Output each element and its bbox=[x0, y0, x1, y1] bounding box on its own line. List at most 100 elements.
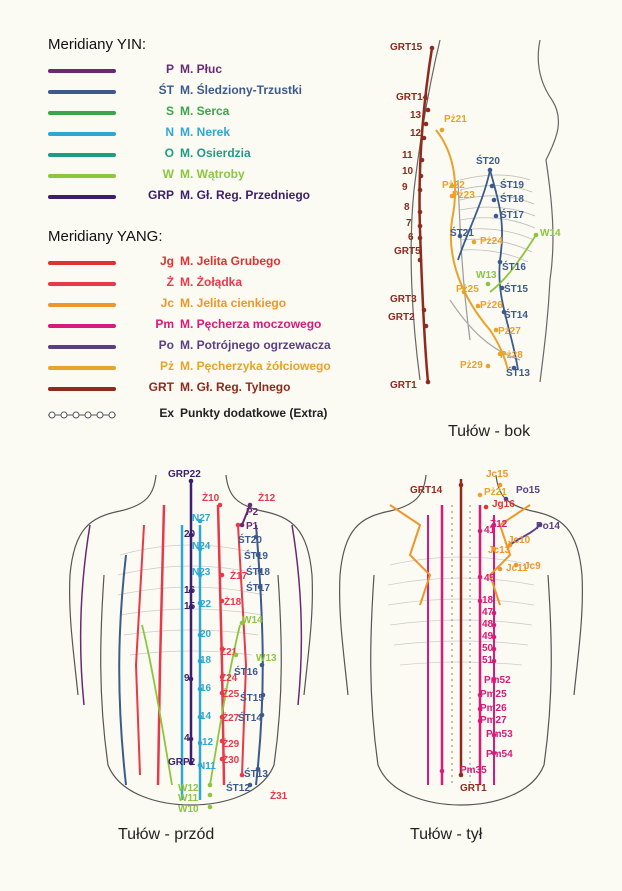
acupoint bbox=[257, 568, 263, 574]
point-label: N11 bbox=[198, 761, 216, 772]
acupoint bbox=[489, 183, 495, 189]
acupoint bbox=[491, 610, 497, 616]
point-label: Ż12 bbox=[258, 491, 276, 504]
acupoint bbox=[197, 632, 203, 638]
legend-code: Jc bbox=[160, 296, 174, 310]
point-label: Pż21 bbox=[484, 487, 507, 498]
point-label: ŚT15 bbox=[504, 282, 528, 295]
acupoint bbox=[449, 183, 455, 189]
acupoint bbox=[421, 307, 427, 313]
point-label: 13 bbox=[410, 110, 422, 121]
legend-swatch bbox=[48, 69, 116, 73]
point-label: 22 bbox=[200, 599, 212, 610]
point-label: GRT1 bbox=[460, 783, 487, 794]
point-label: ŚT13 bbox=[506, 366, 530, 379]
legend-name: M. Jelita cienkiego bbox=[180, 296, 287, 310]
point-label: Pm53 bbox=[486, 729, 513, 740]
acupoint bbox=[493, 213, 499, 219]
point-label: Po15 bbox=[516, 485, 540, 496]
legend-code: Pż bbox=[159, 359, 174, 373]
point-label: Jc9 bbox=[524, 561, 541, 572]
acupoint bbox=[458, 772, 464, 778]
point-label: ŚT14 bbox=[504, 308, 528, 321]
point-label: Pż22 bbox=[442, 180, 465, 191]
point-label: 49 bbox=[482, 631, 494, 642]
legend-swatch bbox=[48, 111, 116, 115]
acupoint bbox=[503, 496, 509, 502]
point-label: 8 bbox=[404, 202, 410, 213]
point-label: ŚT16 bbox=[502, 260, 526, 273]
point-label: W13 bbox=[476, 270, 497, 281]
point-label: 16 bbox=[184, 585, 196, 596]
acupoint bbox=[260, 692, 266, 698]
legend-code: O bbox=[164, 146, 174, 160]
acupoint bbox=[219, 756, 225, 762]
legend-swatch bbox=[48, 345, 116, 349]
point-label: Pż28 bbox=[500, 350, 523, 361]
point-label: Ż10 bbox=[202, 491, 220, 504]
acupoint bbox=[439, 127, 445, 133]
point-label: Pm52 bbox=[484, 675, 511, 686]
legend-name: M. Nerek bbox=[180, 125, 231, 139]
point-label: ŚT18 bbox=[500, 192, 524, 205]
point-label: 18 bbox=[482, 595, 494, 606]
acupoint bbox=[491, 658, 497, 664]
point-label: 12 bbox=[202, 737, 214, 748]
acupoint bbox=[429, 45, 435, 51]
acupoint bbox=[483, 504, 489, 510]
point-label: 45 bbox=[484, 573, 496, 584]
point-label: W11 bbox=[178, 793, 198, 804]
acupoint bbox=[491, 622, 497, 628]
point-label: ŚT20 bbox=[476, 154, 500, 167]
point-label: Ż29 bbox=[222, 737, 240, 750]
acupoint bbox=[491, 732, 497, 738]
acupoint bbox=[197, 518, 203, 524]
acupoint bbox=[188, 478, 194, 484]
legend-swatch bbox=[48, 366, 116, 370]
legend-name: M. Potrójnego ogrzewacza bbox=[180, 338, 331, 352]
acupoint bbox=[219, 598, 225, 604]
point-label: Pm35 bbox=[460, 765, 487, 776]
point-label: 50 bbox=[482, 643, 494, 654]
point-label: 51 bbox=[482, 655, 494, 666]
caption-back: Tułów - tył bbox=[410, 826, 483, 843]
acupoint bbox=[247, 502, 253, 508]
acupoint bbox=[421, 135, 427, 141]
acupoint bbox=[188, 736, 194, 742]
acupoint bbox=[449, 193, 455, 199]
point-label: W13 bbox=[256, 653, 277, 664]
legend-swatch bbox=[48, 387, 116, 391]
acupoint bbox=[493, 327, 499, 333]
legend-code: GRP bbox=[147, 188, 174, 202]
acupoint bbox=[188, 676, 194, 682]
acupoint bbox=[491, 646, 497, 652]
point-label: ŚT16 bbox=[234, 665, 258, 678]
acupoint bbox=[507, 542, 513, 548]
point-label: GRP2 bbox=[168, 757, 196, 768]
point-label: 47 bbox=[482, 607, 494, 618]
acupoint bbox=[477, 492, 483, 498]
acupoint bbox=[425, 379, 431, 385]
legend-swatch bbox=[48, 282, 116, 286]
legend-swatch bbox=[48, 261, 116, 265]
acupoint bbox=[497, 351, 503, 357]
acupoint bbox=[239, 620, 245, 626]
point-label: Ż12 bbox=[490, 517, 508, 530]
point-label: ŚT21 bbox=[450, 226, 474, 239]
caption-side: Tułów - bok bbox=[448, 423, 531, 440]
point-label: P1 bbox=[246, 521, 259, 532]
point-label: 41 bbox=[484, 525, 496, 536]
point-label: N27 bbox=[192, 513, 211, 524]
acupoint bbox=[207, 792, 213, 798]
point-label: Pż26 bbox=[480, 300, 503, 311]
point-label: Jg16 bbox=[492, 499, 515, 510]
acupoint bbox=[239, 772, 245, 778]
